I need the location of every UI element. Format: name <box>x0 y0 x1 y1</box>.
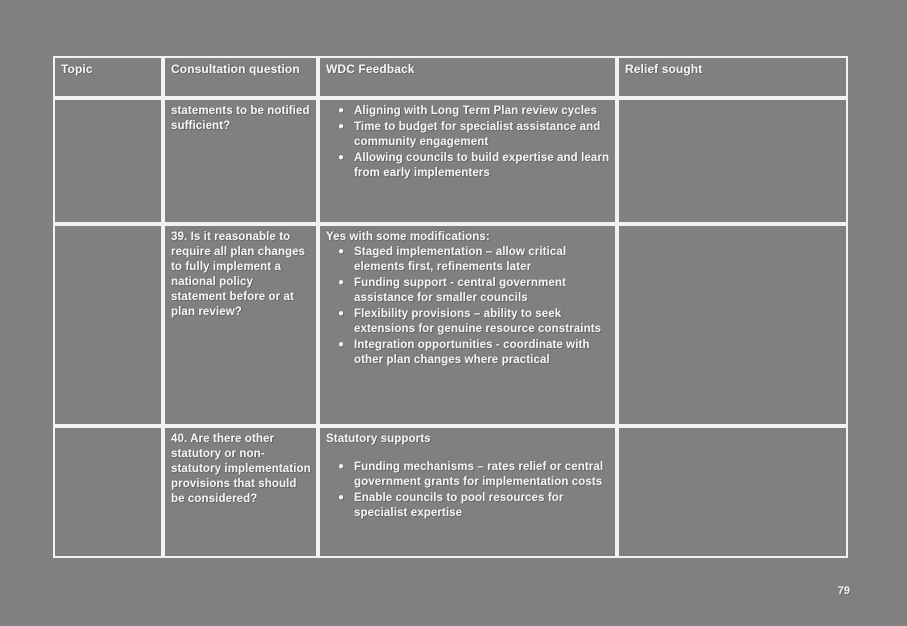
list-item-text: Integration opportunities - coordinate w… <box>354 338 590 366</box>
cell-consultation-question: statements to be notified sufficient? <box>163 98 318 224</box>
list-item-text: Aligning with Long Term Plan review cycl… <box>354 105 597 117</box>
column-header-topic: Topic <box>53 56 163 98</box>
table-row: statements to be notified sufficient? ● … <box>53 98 848 224</box>
column-header-wdc-feedback: WDC Feedback <box>318 56 617 98</box>
bullet-icon: ● <box>338 460 345 472</box>
list-item: ● Aligning with Long Term Plan review cy… <box>338 104 610 119</box>
list-item: ● Funding mechanisms – rates relief or c… <box>338 460 610 490</box>
list-item: ● Integration opportunities - coordinate… <box>338 338 610 368</box>
cell-topic <box>53 426 163 558</box>
list-item: ● Flexibility provisions – ability to se… <box>338 307 610 337</box>
cell-relief-sought <box>617 98 848 224</box>
list-item-text: Funding mechanisms – rates relief or cen… <box>354 460 604 488</box>
list-item-text: Enable councils to pool resources for sp… <box>354 491 564 519</box>
list-item-text: Time to budget for specialist assistance… <box>354 120 601 148</box>
cell-relief-sought <box>617 426 848 558</box>
cell-wdc-feedback: ● Aligning with Long Term Plan review cy… <box>318 98 617 224</box>
table-row: 39. Is it reasonable to require all plan… <box>53 224 848 426</box>
cell-wdc-feedback: Yes with some modifications: ● Staged im… <box>318 224 617 426</box>
bullet-icon: ● <box>338 151 345 163</box>
bullet-icon: ● <box>338 120 345 132</box>
question-text: 40. Are there other statutory or non-sta… <box>171 433 311 505</box>
feedback-bullet-list: ● Staged implementation – allow critical… <box>326 245 610 368</box>
column-header-consultation-question: Consultation question <box>163 56 318 98</box>
cell-topic <box>53 98 163 224</box>
list-item: ● Allowing councils to build expertise a… <box>338 151 610 181</box>
bullet-icon: ● <box>338 276 345 288</box>
bullet-icon: ● <box>338 491 345 503</box>
bullet-icon: ● <box>338 307 345 319</box>
list-item: ● Staged implementation – allow critical… <box>338 245 610 275</box>
list-item-text: Staged implementation – allow critical e… <box>354 245 567 273</box>
consultation-feedback-table: Topic Consultation question WDC Feedback… <box>53 56 848 558</box>
page-number: 79 <box>837 585 850 597</box>
feedback-bullet-list: ● Aligning with Long Term Plan review cy… <box>326 104 610 181</box>
feedback-lead-text: Yes with some modifications: <box>326 231 490 243</box>
cell-wdc-feedback: Statutory supports ● Funding mechanisms … <box>318 426 617 558</box>
table-header-row: Topic Consultation question WDC Feedback… <box>53 56 848 98</box>
list-item: ● Funding support - central government a… <box>338 276 610 306</box>
bullet-icon: ● <box>338 245 345 257</box>
list-item: ● Enable councils to pool resources for … <box>338 491 610 521</box>
list-item-text: Funding support - central government ass… <box>354 276 566 304</box>
column-header-relief-sought: Relief sought <box>617 56 848 98</box>
cell-consultation-question: 39. Is it reasonable to require all plan… <box>163 224 318 426</box>
list-item: ● Time to budget for specialist assistan… <box>338 120 610 150</box>
cell-relief-sought <box>617 224 848 426</box>
bullet-icon: ● <box>338 105 345 116</box>
list-item-text: Allowing councils to build expertise and… <box>354 151 610 179</box>
feedback-lead-text: Statutory supports <box>326 433 431 445</box>
cell-consultation-question: 40. Are there other statutory or non-sta… <box>163 426 318 558</box>
table-row: 40. Are there other statutory or non-sta… <box>53 426 848 558</box>
question-text: statements to be notified sufficient? <box>171 105 310 132</box>
question-text: 39. Is it reasonable to require all plan… <box>171 231 306 318</box>
cell-topic <box>53 224 163 426</box>
bullet-icon: ● <box>338 338 345 350</box>
list-item-text: Flexibility provisions – ability to seek… <box>354 307 602 335</box>
feedback-bullet-list: ● Funding mechanisms – rates relief or c… <box>326 460 610 521</box>
consultation-feedback-table-wrapper: Topic Consultation question WDC Feedback… <box>53 56 848 558</box>
